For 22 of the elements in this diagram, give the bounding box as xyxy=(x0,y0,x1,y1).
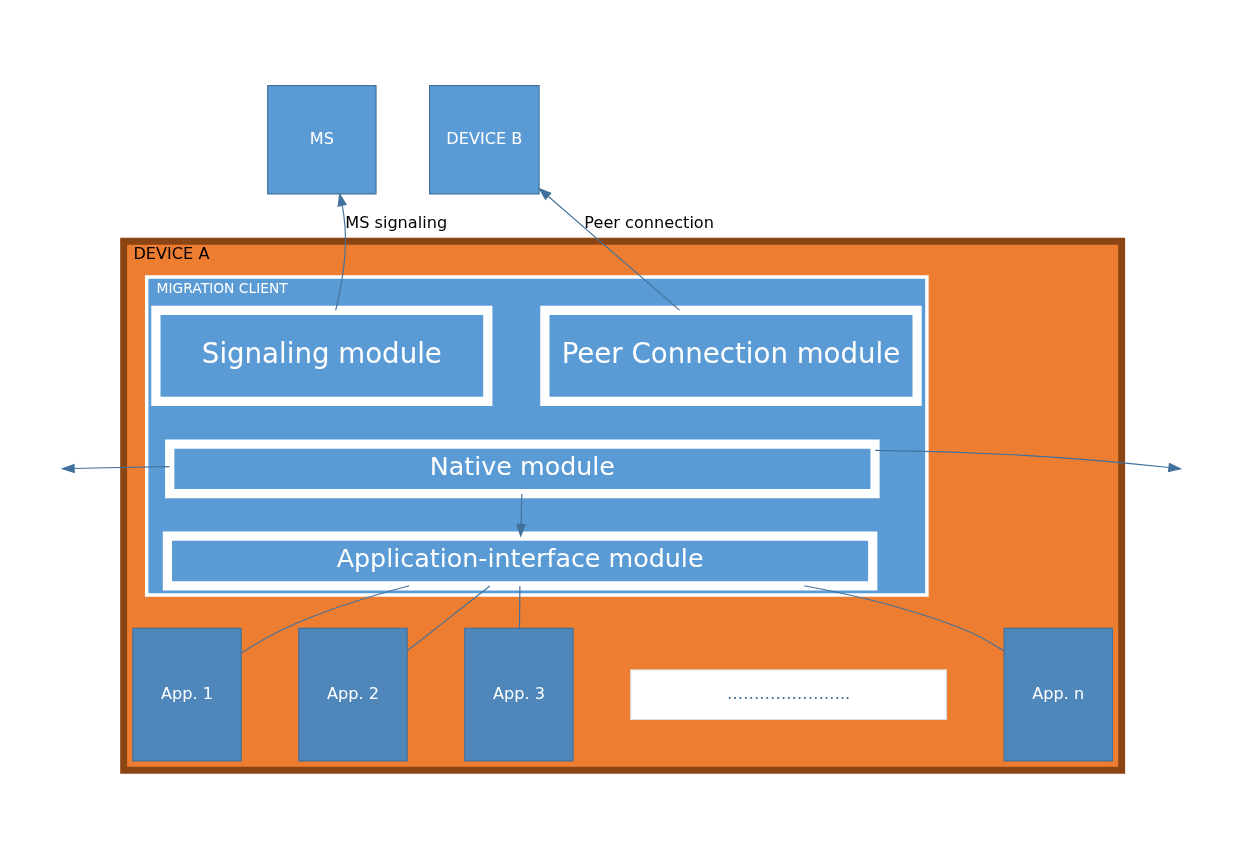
arrow xyxy=(538,187,681,311)
node-box: MS xyxy=(267,85,377,195)
node-box: Signaling module xyxy=(151,305,493,406)
connector xyxy=(803,585,1005,652)
arrow xyxy=(335,192,347,311)
edge-label: MS signaling xyxy=(345,212,448,232)
node-box: Application-interface module xyxy=(162,531,878,591)
arrow xyxy=(60,463,170,474)
arrow xyxy=(874,449,1183,473)
edge-label: Peer connection xyxy=(584,212,714,232)
node-box: App. 2 xyxy=(298,627,408,762)
connector xyxy=(240,585,410,654)
node-box: App. 3 xyxy=(464,627,574,762)
node-box: App. n xyxy=(1003,627,1114,762)
connector xyxy=(406,585,491,652)
connector xyxy=(518,585,521,629)
node-box: Native module xyxy=(165,439,880,499)
arrow xyxy=(516,493,526,538)
node-box: DEVICE B xyxy=(429,85,540,195)
node-box: App. 1 xyxy=(132,627,242,762)
node-box: Peer Connection module xyxy=(540,305,922,406)
node-box: ………………….. xyxy=(630,669,948,721)
